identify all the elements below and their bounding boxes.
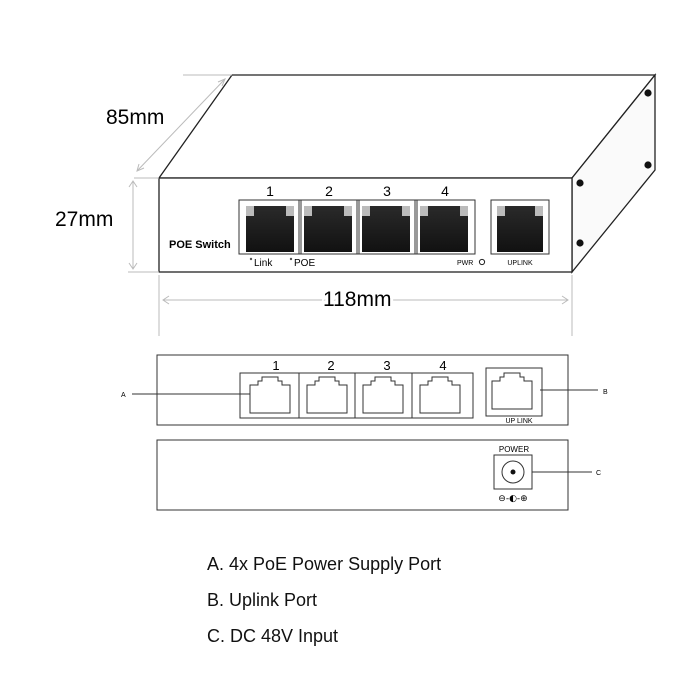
rj45-jack-icon	[420, 206, 468, 252]
uplink-port-block	[485, 367, 543, 417]
port-opening	[356, 199, 418, 255]
pwr-led-icon	[478, 258, 486, 266]
legend-item-a: A. 4x PoE Power Supply Port	[207, 554, 442, 574]
port-opening	[238, 199, 302, 255]
poe-label: POE	[294, 258, 315, 269]
poe-port-block	[239, 372, 474, 419]
port-opening	[414, 199, 476, 255]
dimension-lines	[128, 74, 573, 336]
port-number-3: 3	[383, 183, 391, 199]
width-dimension-label: 118mm	[323, 288, 391, 311]
front-port-number-4: 4	[439, 358, 446, 373]
callout-c: C	[596, 470, 601, 477]
screw-icon	[644, 161, 652, 169]
link-label: Link	[254, 258, 273, 269]
front-view-panel: 1 2 3 4 UP LINK A B	[121, 354, 608, 426]
rj45-outline-icon	[491, 372, 533, 410]
rear-view-outline	[156, 439, 569, 511]
port-number-4: 4	[441, 183, 449, 199]
callout-a: A	[121, 392, 126, 399]
rj45-outline-icon	[249, 376, 291, 414]
front-port-number-3: 3	[383, 358, 390, 373]
rear-view-panel: POWER ⊖-◐-⊕ C	[156, 439, 601, 511]
legend-list: A. 4x PoE Power Supply Port B. Uplink Po…	[207, 552, 441, 660]
uplink-label: UPLINK	[507, 260, 533, 267]
brand-label: POE Switch	[169, 239, 231, 251]
rj45-outline-icon	[362, 376, 404, 414]
rj45-outline-icon	[306, 376, 348, 414]
front-port-number-2: 2	[327, 358, 334, 373]
rj45-jack-icon	[304, 206, 352, 252]
screw-icon	[644, 89, 652, 97]
poe-led-icon	[289, 257, 293, 261]
link-led-icon	[249, 257, 253, 261]
screw-icon	[576, 239, 584, 247]
polarity-symbol: ⊖-◐-⊕	[498, 494, 527, 504]
pwr-label: PWR	[457, 260, 473, 267]
dc-jack-pin-icon	[510, 469, 516, 475]
switch-top-face	[157, 74, 657, 179]
dc-jack-icon	[501, 460, 525, 484]
rj45-jack-icon	[246, 206, 294, 252]
front-uplink-label: UP LINK	[505, 418, 532, 425]
legend-item-c: C. DC 48V Input	[207, 626, 339, 646]
depth-dimension-label: 85mm	[106, 106, 164, 129]
rj45-outline-icon	[419, 376, 461, 414]
screw-icon	[576, 179, 584, 187]
uplink-port-opening	[490, 199, 550, 255]
port-opening	[298, 199, 360, 255]
front-ports-3d: 1 2 3 4 POE Switch Link POE PWR UPLINK	[169, 183, 550, 269]
rj45-jack-icon	[497, 206, 543, 252]
power-label: POWER	[499, 445, 529, 454]
legend-item-b: B. Uplink Port	[207, 590, 318, 610]
callout-b: B	[603, 389, 608, 396]
port-number-2: 2	[325, 183, 333, 199]
front-port-number-1: 1	[272, 358, 279, 373]
height-dimension-label: 27mm	[55, 208, 113, 231]
port-number-1: 1	[266, 183, 274, 199]
rj45-jack-icon	[362, 206, 410, 252]
